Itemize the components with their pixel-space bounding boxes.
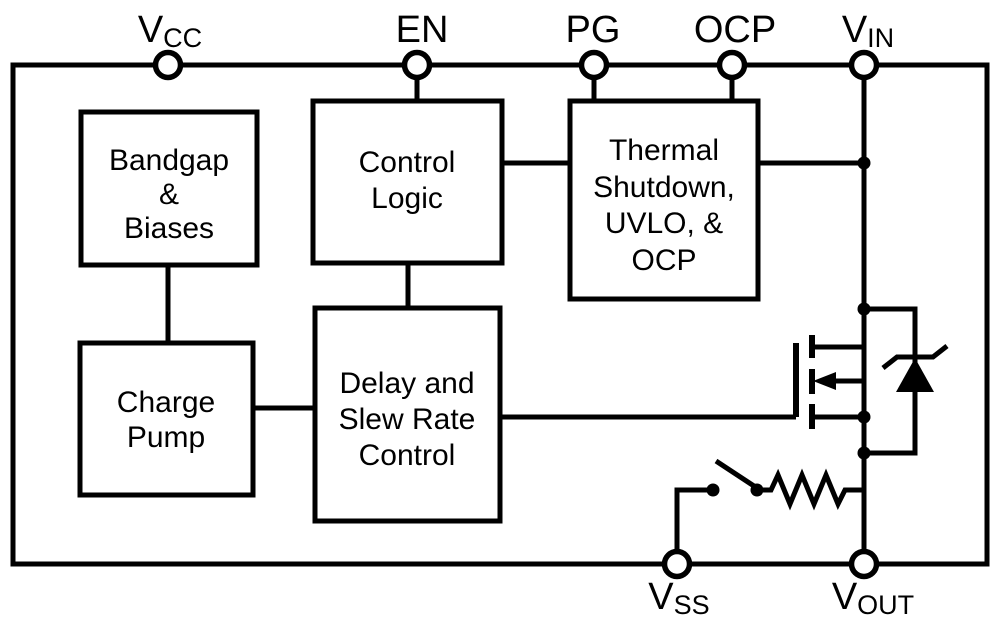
mosfet-icon xyxy=(793,335,864,429)
pin-label-vin-base: V xyxy=(842,9,868,51)
block-thermal-shutdown-uvlo-ocp: Thermal Shutdown, UVLO, & OCP xyxy=(567,98,761,302)
pin-vcc xyxy=(152,49,184,81)
block-thermal-label-line4: OCP xyxy=(631,244,696,277)
junction-dot-zener-top xyxy=(857,302,871,316)
pin-vin xyxy=(848,49,880,81)
pin-label-vcc-sub: CC xyxy=(163,23,202,53)
block-thermal-label-line1: Thermal xyxy=(609,134,719,167)
pin-label-vss-sub: SS xyxy=(674,590,710,620)
pin-label-vout-sub: OUT xyxy=(857,590,914,620)
block-delay-label-line3: Control xyxy=(359,439,456,472)
block-delay-label-line2: Slew Rate xyxy=(339,403,476,436)
block-control-logic-label-line2: Logic xyxy=(371,182,443,215)
wire-vss-to-switch xyxy=(674,487,710,564)
block-thermal-outline xyxy=(567,98,761,302)
pin-vout xyxy=(848,548,880,580)
junction-dot-source xyxy=(857,410,871,424)
block-control-logic-label-line1: Control xyxy=(359,146,456,179)
pin-label-vcc-base: V xyxy=(138,9,164,51)
block-control-logic: Control Logic xyxy=(310,98,505,266)
pin-ocp xyxy=(716,49,748,81)
pin-en xyxy=(401,49,433,81)
block-bandgap-biases: Bandgap & Biases xyxy=(78,109,260,268)
pin-label-vss-base: V xyxy=(648,576,674,618)
block-charge-pump-outline xyxy=(77,340,256,498)
junction-dot-zener-bottom xyxy=(857,446,871,460)
junction-dot-thermal-vin xyxy=(857,156,871,170)
zener-diode-icon xyxy=(881,344,949,392)
zener-triangle xyxy=(896,358,934,392)
block-charge-pump-label-line2: Pump xyxy=(127,421,205,454)
block-bandgap-biases-label-line1: Bandgap xyxy=(109,144,229,177)
block-thermal-label-line2: Shutdown, xyxy=(593,171,735,204)
pin-label-vin: VIN xyxy=(842,9,894,53)
pin-label-vout: VOUT xyxy=(832,576,914,620)
block-delay-slew-rate-control: Delay and Slew Rate Control xyxy=(312,305,503,524)
pin-label-vss: VSS xyxy=(648,576,709,620)
pin-label-pg: PG xyxy=(566,9,621,51)
pin-label-vcc: VCC xyxy=(138,9,202,53)
resistor-icon xyxy=(757,468,864,511)
block-delay-outline xyxy=(312,305,503,524)
block-bandgap-biases-label-line2: & xyxy=(159,178,179,211)
pin-label-ocp: OCP xyxy=(694,9,776,51)
pin-pg xyxy=(578,49,610,81)
pin-label-vin-sub: IN xyxy=(867,23,894,53)
block-bandgap-biases-label-line3: Biases xyxy=(124,212,214,245)
zener-cathode-bar xyxy=(881,344,949,370)
pin-vss xyxy=(661,548,693,580)
block-control-logic-outline xyxy=(310,98,505,266)
block-charge-pump: Charge Pump xyxy=(77,340,256,498)
block-delay-label-line1: Delay and xyxy=(339,367,474,400)
block-bandgap-biases-outline xyxy=(78,109,260,268)
pin-label-vout-base: V xyxy=(832,576,858,618)
switch-blade xyxy=(714,458,759,491)
pin-label-en: EN xyxy=(396,9,449,51)
block-charge-pump-label-line1: Charge xyxy=(117,386,215,419)
mosfet-body-arrow xyxy=(813,372,836,390)
switch-contact-left xyxy=(706,483,720,497)
block-thermal-label-line3: UVLO, & xyxy=(605,207,723,240)
